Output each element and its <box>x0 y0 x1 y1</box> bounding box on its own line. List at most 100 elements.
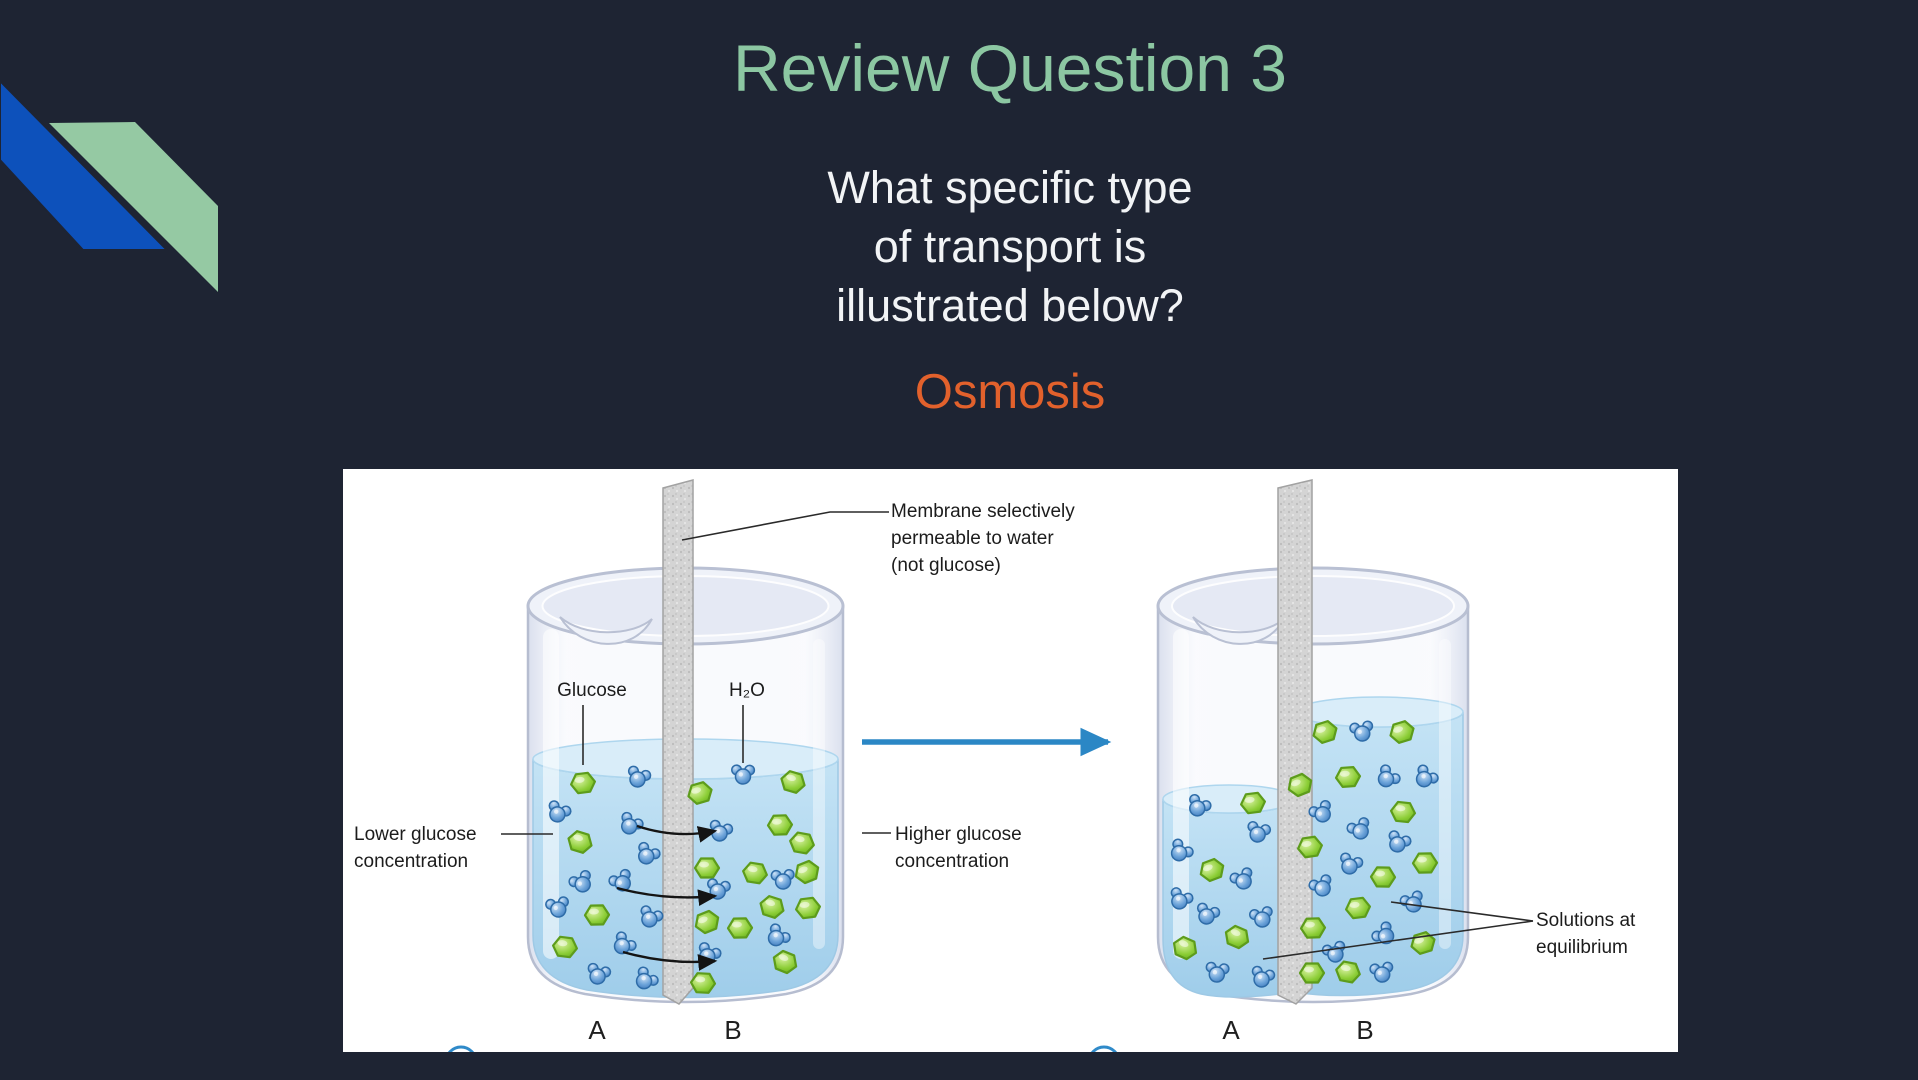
glucose-molecule <box>1344 896 1372 920</box>
cropped-callout-circle <box>1090 1045 1118 1052</box>
water-molecule <box>635 966 659 990</box>
glucose-molecule <box>1297 835 1323 859</box>
corner-green-shape <box>49 122 218 292</box>
glucose-molecule <box>569 771 597 795</box>
lower-glucose-label-line: Lower glucose <box>354 824 477 845</box>
question-text: What specific type of transport is illus… <box>827 158 1192 335</box>
water-molecule <box>1196 902 1221 925</box>
membrane-label-line: Membrane selectively <box>891 501 1075 522</box>
water-molecule <box>1346 817 1370 840</box>
water-flow-arrows <box>616 824 718 971</box>
water-molecule <box>1369 961 1394 983</box>
higher-glucose-label-line: concentration <box>895 851 1010 872</box>
page-title: Review Question 3 <box>733 31 1287 105</box>
right-beaker-water-b <box>1294 711 1464 997</box>
water-molecule <box>767 923 791 947</box>
water-molecule <box>568 869 591 893</box>
lower-glucose-label-line: concentration <box>354 851 469 872</box>
glass-highlight <box>1439 639 1451 949</box>
membrane-label-line: permeable to water <box>891 528 1054 549</box>
glucose-molecule <box>742 861 768 885</box>
right-beaker-molecules <box>1170 720 1439 988</box>
water-molecule <box>1399 890 1423 913</box>
water-molecule <box>545 896 569 918</box>
glucose-molecule <box>1299 917 1327 939</box>
corner-blue-shape <box>0 79 170 251</box>
left-compartment-a-label: A <box>588 1015 606 1045</box>
water-molecule <box>1308 874 1332 897</box>
glucose-molecule <box>687 781 713 805</box>
osmosis-diagram-art: A B A B <box>447 479 1534 1052</box>
question-line: illustrated below? <box>836 280 1184 331</box>
membrane-label: Membrane selectively permeable to water … <box>891 498 1075 579</box>
glucose-molecule <box>551 935 579 959</box>
glucose-molecule <box>780 770 806 794</box>
glucose-molecule <box>772 949 798 975</box>
osmosis-diagram: A B A B Membrane selectively permeable t… <box>343 469 1678 1052</box>
water-flow-arrow <box>616 886 718 907</box>
water-molecule <box>770 869 795 890</box>
water-molecule <box>731 764 756 785</box>
water-molecule <box>1321 940 1346 963</box>
answer-text: Osmosis <box>914 365 1106 419</box>
glucose-molecule <box>1172 935 1198 961</box>
glucose-molecule <box>689 972 717 994</box>
glucose-molecule <box>583 904 611 926</box>
water-molecule <box>1205 961 1230 983</box>
water-molecule <box>1349 720 1374 742</box>
solutions-leader-line-a <box>1262 920 1534 960</box>
higher-glucose-label-line: Higher glucose <box>895 824 1022 845</box>
solutions-label: Solutions at equilibrium <box>1536 907 1635 961</box>
glucose-molecule <box>1369 866 1397 888</box>
water-molecule <box>1340 852 1364 875</box>
water-molecule <box>1170 838 1194 862</box>
glucose-molecule <box>759 895 785 919</box>
glucose-molecule <box>1199 857 1225 883</box>
glucose-molecule <box>794 859 820 885</box>
water-molecule <box>1229 867 1253 890</box>
glucose-molecule <box>1298 962 1326 984</box>
solutions-label-line: equilibrium <box>1536 937 1628 958</box>
glucose-molecule <box>1335 960 1361 984</box>
glucose-molecule <box>1389 720 1415 744</box>
membrane-label-line: (not glucose) <box>891 555 1001 576</box>
glucose-molecule <box>726 917 754 939</box>
water-flow-arrow <box>622 950 718 971</box>
membrane-right <box>1277 479 1313 1005</box>
water-molecule <box>613 931 637 955</box>
glucose-molecule <box>693 857 721 879</box>
glucose-molecule <box>1239 791 1267 815</box>
glucose-molecule <box>1287 772 1313 798</box>
water-flow-arrow <box>636 824 718 843</box>
right-compartment-a-label: A <box>1222 1015 1240 1045</box>
glucose-molecule <box>1312 720 1338 744</box>
water-molecule <box>1251 965 1276 988</box>
compartment-letters: A B A B <box>588 1015 1373 1045</box>
water-molecule <box>1248 906 1273 928</box>
glucose-molecule <box>1224 924 1250 950</box>
water-molecule <box>640 905 664 928</box>
solutions-label-line: Solutions at <box>1536 910 1636 931</box>
left-compartment-b-label: B <box>724 1015 741 1045</box>
higher-glucose-label: Higher glucose concentration <box>895 821 1022 875</box>
glucose-molecule <box>1411 852 1439 874</box>
water-molecule <box>1377 764 1401 788</box>
corner-decoration <box>0 79 218 292</box>
water-molecule <box>1170 887 1194 910</box>
membrane-left <box>662 479 694 1005</box>
solutions-leader-line-b <box>1390 901 1534 922</box>
cropped-callout-circle <box>447 1045 475 1052</box>
membrane-leader-line <box>681 511 889 541</box>
right-beaker-rim-inner <box>1171 575 1455 637</box>
lower-glucose-label: Lower glucose concentration <box>354 821 477 875</box>
glucose-molecule <box>567 830 593 854</box>
glucose-molecule <box>794 896 822 920</box>
water-molecule <box>1247 821 1272 843</box>
glass-highlight <box>1173 629 1189 959</box>
glucose-molecule <box>694 909 720 935</box>
question-line: of transport is <box>873 221 1147 272</box>
leader-lines <box>501 511 1534 960</box>
water-molecule <box>627 765 652 788</box>
glucose-molecule <box>1389 800 1417 824</box>
h2o-label: H₂O <box>729 680 765 701</box>
